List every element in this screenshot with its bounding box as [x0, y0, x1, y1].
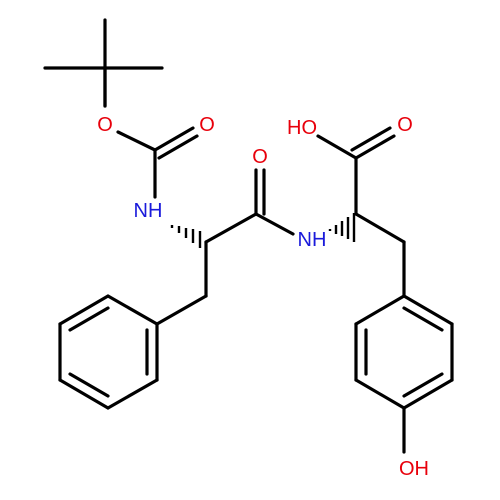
tyrosine-ring — [354, 294, 454, 410]
boc-nh-label: NH — [134, 200, 163, 222]
acid-c-o-double-a — [354, 134, 396, 160]
acid-c-oh — [316, 134, 358, 160]
hashed-wedge-phe — [170, 225, 202, 248]
acid-carbonyl-oxygen: O — [397, 114, 413, 136]
acid-c-o-double-b — [350, 126, 392, 152]
hashed-wedge-tyr — [328, 213, 356, 242]
boc-ester-oxygen: O — [97, 114, 113, 136]
acid-hydroxyl-label: HO — [287, 117, 317, 139]
phenyl-ring — [58, 294, 159, 410]
phe-alpha-to-carbonyl — [204, 212, 258, 244]
amide-nh-label: NH — [298, 229, 327, 251]
boc-c-o-double-a — [153, 126, 195, 152]
o-to-carbonyl-bond — [116, 130, 157, 152]
boc-carbonyl-oxygen: O — [199, 114, 215, 136]
amide-c-to-nh — [254, 212, 295, 236]
tyr-alpha-to-ch2 — [354, 212, 406, 244]
boc-c-o-double-b — [157, 134, 199, 160]
amide-oxygen: O — [252, 146, 268, 168]
phe-ch2-to-ring — [155, 294, 208, 326]
phenol-oh-label: OH — [399, 458, 429, 480]
